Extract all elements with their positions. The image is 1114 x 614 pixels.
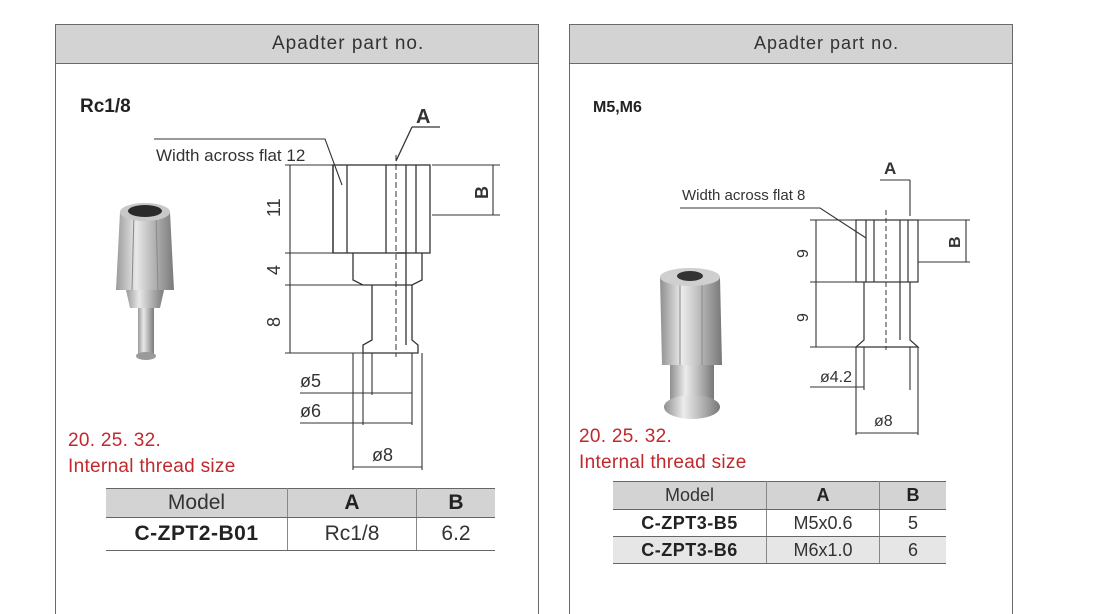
left-note-text: Internal thread size (68, 456, 236, 477)
b-cell: 6.2 (416, 517, 495, 551)
left-spec-table: Model A B C-ZPT2-B01 Rc1/8 6.2 (106, 488, 495, 551)
a-cell: M5x0.6 (766, 509, 880, 537)
left-technical-drawing: A Width across flat 12 B 11 4 8 ø5 ø6 ø8 (154, 106, 500, 470)
right-dim-1: 9 (795, 249, 812, 258)
left-panel: Apadter part no. (55, 24, 539, 614)
column-header-model: Model (106, 488, 288, 518)
right-dia-1: ø4.2 (820, 369, 852, 386)
left-thread-label: Rc1/8 (80, 96, 131, 117)
left-label-b: B (472, 186, 492, 199)
right-panel: Apadter part no. (569, 24, 1013, 614)
a-cell: Rc1/8 (287, 517, 417, 551)
a-cell: M6x1.0 (766, 536, 880, 564)
left-panel-title: Apadter part no. (272, 33, 425, 54)
b-cell: 6 (879, 536, 946, 564)
left-note-sizes: 20. 25. 32. (68, 430, 162, 451)
model-cell: C-ZPT3-B6 (613, 536, 767, 564)
table-row: C-ZPT3-B5 M5x0.6 5 (613, 509, 946, 537)
right-dia-2: ø8 (874, 413, 893, 430)
column-header-a: A (766, 481, 880, 510)
table-row: C-ZPT2-B01 Rc1/8 6.2 (106, 517, 495, 551)
left-dia-1: ø5 (300, 371, 321, 391)
column-header-b: B (879, 481, 946, 510)
right-panel-title: Apadter part no. (754, 33, 900, 53)
left-label-a: A (416, 106, 430, 128)
left-flat-label: Width across flat 12 (156, 146, 305, 165)
right-note-text: Internal thread size (579, 452, 747, 473)
left-dia-3: ø8 (372, 445, 393, 465)
right-label-b: B (947, 236, 964, 248)
left-dim-3: 8 (264, 317, 284, 327)
left-dia-2: ø6 (300, 401, 321, 421)
column-header-a: A (287, 488, 417, 518)
table-header-row: Model A B (106, 488, 495, 518)
right-label-a: A (884, 159, 896, 178)
right-fitting-photo (660, 268, 722, 419)
left-note: 20. 25. 32. Internal thread size (68, 428, 236, 480)
right-flat-label: Width across flat 8 (682, 187, 805, 204)
table-header-row: Model A B (613, 481, 946, 510)
right-panel-header: Apadter part no. (570, 24, 1012, 64)
table-row: C-ZPT3-B6 M6x1.0 6 (613, 536, 946, 564)
left-dim-2: 4 (264, 265, 284, 275)
right-thread-label: M5,M6 (593, 99, 642, 116)
model-cell: C-ZPT2-B01 (106, 517, 288, 551)
right-technical-drawing: A Width across flat 8 B 9 9 ø4.2 ø8 (680, 159, 970, 435)
right-note: 20. 25. 32. Internal thread size (579, 424, 747, 476)
column-header-b: B (416, 488, 495, 518)
right-spec-table: Model A B C-ZPT3-B5 M5x0.6 5 C-ZPT3-B6 M… (613, 481, 946, 564)
left-fitting-photo (116, 203, 174, 360)
left-dim-1: 11 (264, 198, 284, 217)
right-dim-2: 9 (795, 313, 812, 322)
right-note-sizes: 20. 25. 32. (579, 426, 673, 447)
left-panel-header: Apadter part no. (56, 24, 538, 64)
column-header-model: Model (613, 481, 767, 510)
b-cell: 5 (879, 509, 946, 537)
model-cell: C-ZPT3-B5 (613, 509, 767, 537)
